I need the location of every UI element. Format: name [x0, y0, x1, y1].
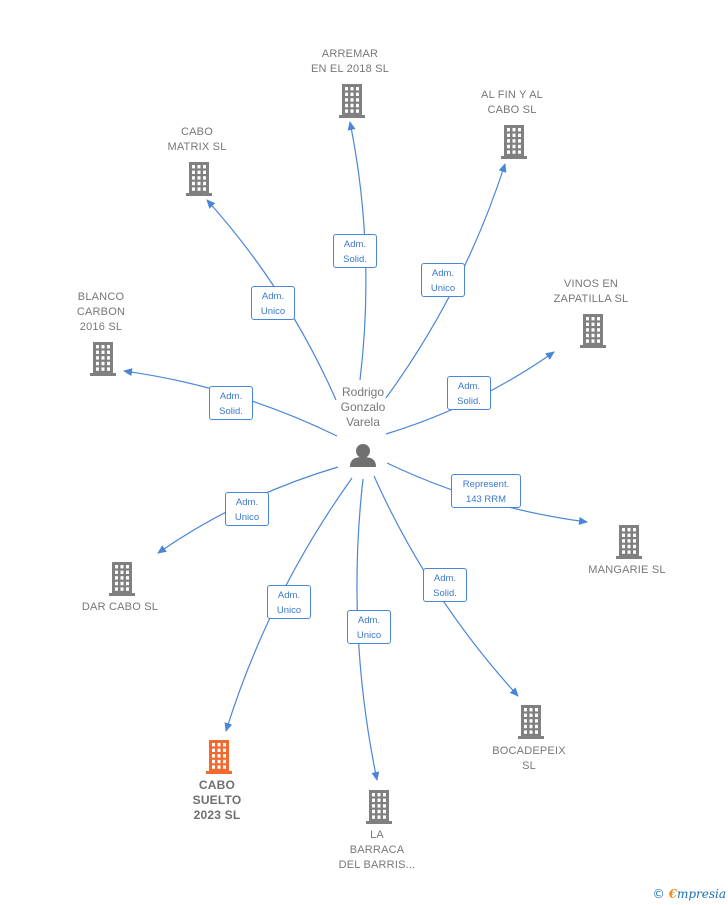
company-icons	[90, 84, 642, 824]
company-label[interactable]: CABO SUELTO 2023 SL	[192, 778, 242, 822]
relation-lines	[123, 121, 588, 781]
relation-label: Adm. Unico	[267, 585, 311, 619]
relation-label: Represent. 143 RRM	[451, 474, 521, 508]
relation-label: Adm. Unico	[225, 492, 269, 526]
person-icon	[350, 444, 376, 467]
brand-name: mpresia	[676, 887, 726, 901]
relation-label: Adm. Unico	[347, 610, 391, 644]
copyright-icon: ©	[652, 887, 665, 901]
building-icon[interactable]	[580, 314, 606, 348]
building-icon[interactable]	[206, 740, 232, 774]
brand-footer: ©€mpresia	[653, 887, 726, 901]
building-icon[interactable]	[186, 162, 212, 196]
brand-logo-initial: €	[668, 887, 677, 901]
relation-label: Adm. Solid.	[209, 386, 253, 420]
relation-label: Adm. Unico	[421, 263, 465, 297]
company-label[interactable]: CABO MATRIX SL	[167, 126, 227, 153]
building-icon[interactable]	[339, 84, 365, 118]
building-icon[interactable]	[366, 790, 392, 824]
relation-label: Adm. Unico	[251, 286, 295, 320]
company-label[interactable]: ARREMAR EN EL 2018 SL	[310, 48, 390, 75]
building-icon[interactable]	[109, 562, 135, 596]
relation-label: Adm. Solid.	[333, 234, 377, 268]
building-icon[interactable]	[501, 125, 527, 159]
relation-label: Adm. Solid.	[423, 568, 467, 602]
company-label[interactable]: VINOS EN ZAPATILLA SL	[553, 278, 629, 305]
company-label[interactable]: DAR CABO SL	[81, 601, 159, 613]
company-label[interactable]: BLANCO CARBON 2016 SL	[76, 291, 126, 333]
company-label[interactable]: MANGARIE SL	[588, 564, 666, 576]
building-icon[interactable]	[616, 525, 642, 559]
building-icon[interactable]	[518, 705, 544, 739]
company-label[interactable]: BOCADEPEIX SL	[492, 745, 566, 772]
person-name[interactable]: Rodrigo Gonzalo Varela	[340, 385, 386, 429]
relation-label: Adm. Solid.	[447, 376, 491, 410]
company-label[interactable]: AL FIN Y AL CABO SL	[481, 89, 543, 116]
company-label[interactable]: LA BARRACA DEL BARRIS...	[338, 829, 416, 871]
building-icon[interactable]	[90, 342, 116, 376]
